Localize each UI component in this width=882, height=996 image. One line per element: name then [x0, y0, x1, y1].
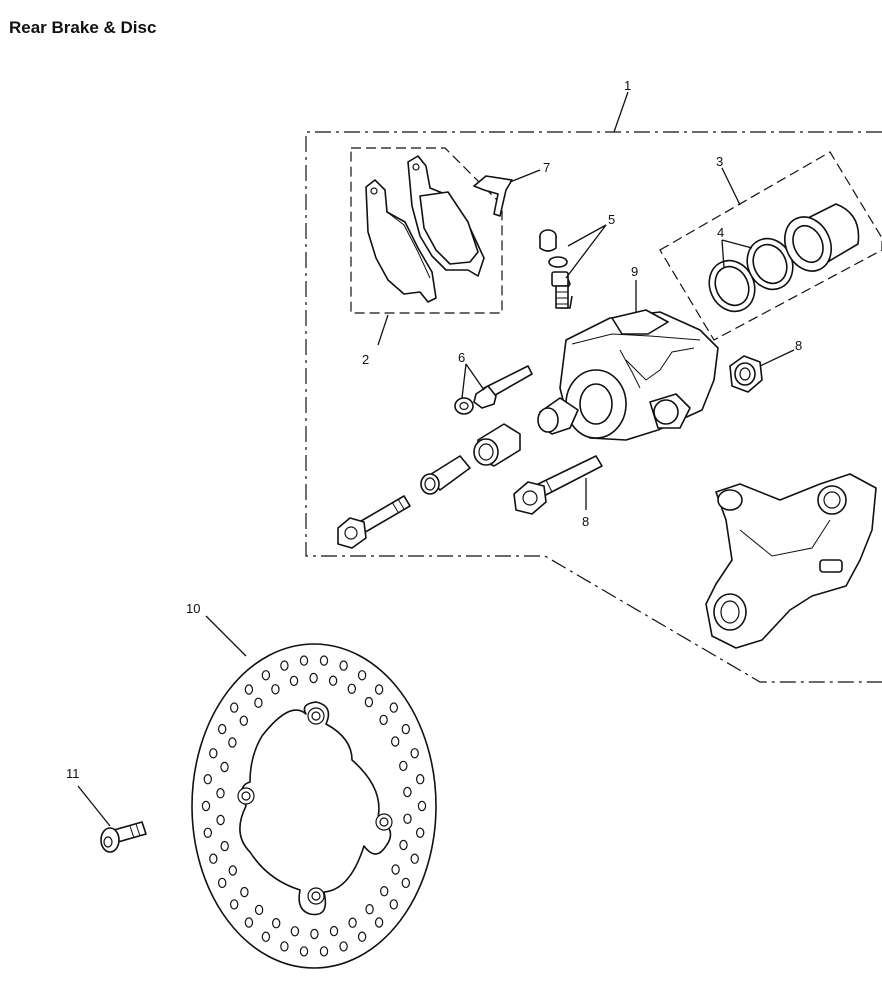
- disc-vent-hole: [328, 675, 338, 686]
- callout-8-bolt: 8: [582, 514, 589, 529]
- caliper-assembly-boundary: [305, 131, 882, 683]
- disc-vent-hole: [271, 684, 280, 695]
- callout-1: 1: [624, 78, 631, 93]
- disc-vent-hole: [329, 925, 339, 937]
- disc-vent-hole: [403, 786, 412, 798]
- caliper-body: [537, 309, 719, 441]
- disc-vent-hole: [401, 723, 410, 735]
- disc-vent-hole: [389, 899, 398, 910]
- disc-vent-hole: [389, 702, 398, 713]
- disc-vent-hole: [380, 886, 389, 897]
- disc-vent-hole: [391, 864, 400, 875]
- disc-vent-hole: [254, 904, 264, 916]
- slide-sleeves: [420, 423, 521, 495]
- callout-10: 10: [186, 601, 200, 616]
- disc-vent-hole: [401, 877, 410, 889]
- disc-vent-hole: [365, 904, 374, 915]
- disc-vent-hole: [410, 853, 419, 864]
- disc-vent-hole: [244, 917, 254, 928]
- disc-vent-hole: [280, 660, 289, 671]
- callout-7: 7: [543, 160, 550, 175]
- disc-vent-hole: [272, 918, 281, 929]
- disc-vent-hole: [319, 655, 329, 666]
- disc-vent-hole: [364, 696, 374, 708]
- caliper-nut: [729, 355, 763, 393]
- disc-vent-hole: [220, 761, 229, 773]
- callout-2: 2: [362, 352, 369, 367]
- disc-vent-hole: [319, 946, 329, 957]
- disc-vent-hole: [357, 931, 367, 942]
- disc-vent-hole: [309, 672, 318, 684]
- brake-pad-set: [350, 147, 503, 314]
- disc-vent-hole: [228, 865, 237, 876]
- disc-vent-hole: [261, 931, 271, 942]
- disc-vent-hole: [379, 714, 388, 726]
- callout-9: 9: [631, 264, 638, 279]
- disc-vent-hole: [229, 899, 239, 910]
- disc-vent-hole: [228, 737, 237, 748]
- pad-spring: [473, 175, 513, 217]
- disc-vent-hole: [280, 941, 289, 952]
- leader-lines: [77, 91, 795, 827]
- disc-vent-hole: [399, 760, 408, 772]
- disc-vent-hole: [403, 813, 412, 825]
- disc-vent-hole: [357, 670, 367, 681]
- callout-3: 3: [716, 154, 723, 169]
- disc-vent-holes: [201, 655, 427, 957]
- disc-vent-hole: [239, 715, 248, 727]
- bleed-nipple-assembly: [539, 229, 573, 309]
- callout-6: 6: [458, 350, 465, 365]
- disc-vent-hole: [347, 683, 356, 695]
- disc-vent-hole: [217, 723, 227, 735]
- disc-vent-hole: [240, 886, 249, 898]
- disc-vent-hole: [416, 774, 425, 785]
- disc-vent-hole: [254, 697, 263, 709]
- disc-vent-hole: [410, 748, 419, 759]
- disc-vent-hole: [348, 917, 357, 928]
- disc-vent-hole: [229, 702, 239, 713]
- disc-vent-hole: [299, 946, 309, 957]
- disc-vent-hole: [416, 827, 425, 839]
- disc-vent-hole: [209, 853, 218, 864]
- brake-disc: [191, 643, 437, 969]
- callout-5: 5: [608, 212, 615, 227]
- disc-vent-hole: [374, 917, 384, 928]
- callout-11: 11: [66, 766, 80, 781]
- disc-vent-hole: [216, 788, 225, 799]
- long-caliper-bolt: [337, 495, 411, 549]
- disc-vent-hole: [391, 736, 400, 747]
- disc-vent-hole: [290, 926, 300, 937]
- disc-bolt: [100, 821, 147, 853]
- callout-4: 4: [717, 225, 724, 240]
- disc-vent-hole: [417, 800, 427, 812]
- disc-vent-hole: [244, 684, 254, 695]
- slide-pins: [454, 365, 533, 415]
- disc-vent-hole: [399, 839, 408, 851]
- disc-vent-hole: [220, 840, 229, 852]
- disc-vent-hole: [339, 941, 348, 952]
- disc-vent-hole: [203, 827, 212, 839]
- disc-vent-hole: [201, 800, 211, 812]
- disc-vent-hole: [261, 670, 271, 681]
- disc-vent-hole: [374, 684, 384, 695]
- caliper-bracket: [705, 473, 877, 649]
- callout-8-nut: 8: [795, 338, 802, 353]
- mounting-bolt: [513, 455, 603, 515]
- disc-vent-hole: [217, 877, 227, 889]
- disc-vent-hole: [289, 675, 299, 687]
- disc-vent-hole: [339, 660, 348, 671]
- disc-vent-hole: [203, 774, 212, 785]
- disc-vent-hole: [310, 928, 319, 940]
- page-title: Rear Brake & Disc: [9, 18, 157, 37]
- disc-vent-hole: [299, 655, 309, 666]
- callout-labels: 1 2 3 4 5 6 7 8 8 9 10 11: [66, 78, 802, 781]
- disc-vent-hole: [216, 814, 225, 826]
- disc-vent-hole: [209, 748, 218, 759]
- piston-seal-kit: [659, 151, 882, 341]
